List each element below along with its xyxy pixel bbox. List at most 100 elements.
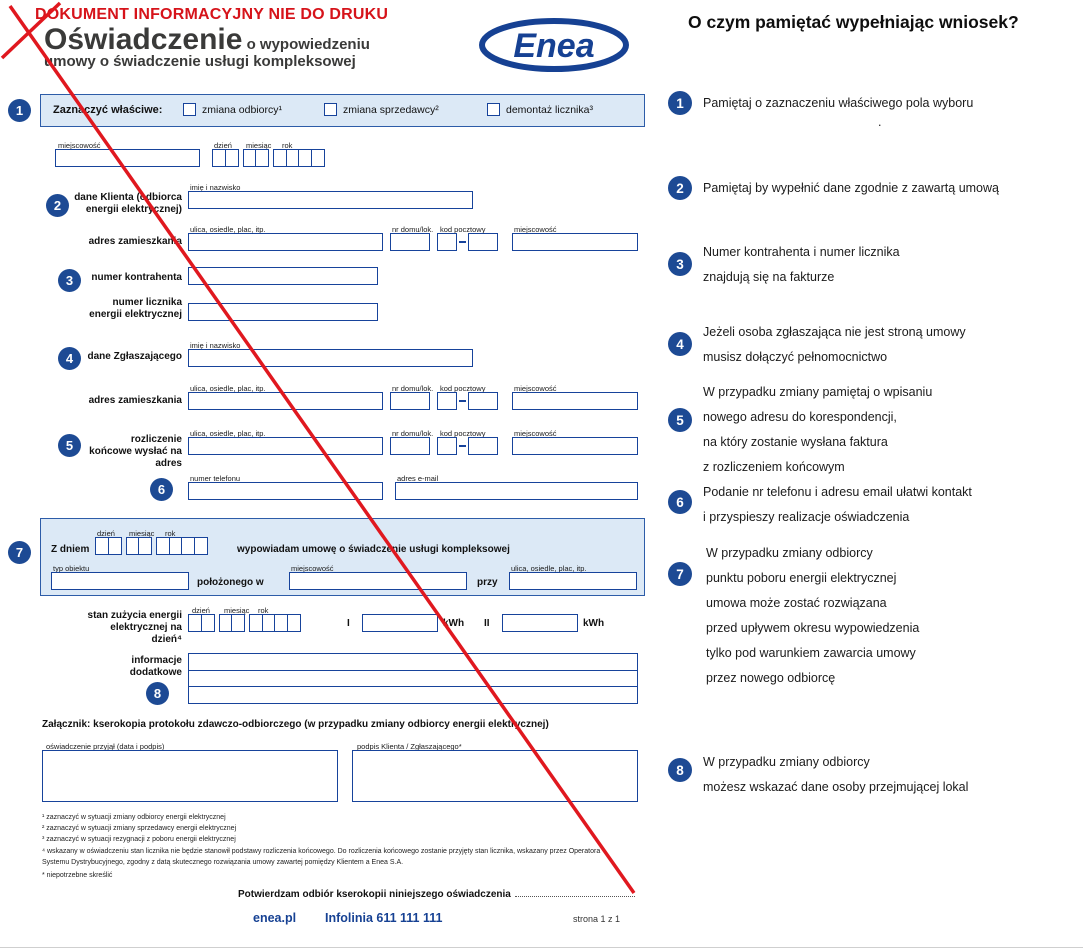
label-tariff-2: II (484, 618, 490, 629)
input-reporter-street[interactable] (188, 392, 383, 410)
confirmation-line: Potwierdzam odbiór kserokopii niniejszeg… (238, 884, 635, 902)
asterisk-note: * niepotrzebne skreślić (42, 872, 113, 879)
form-title-sub1: o wypowiedzeniu (242, 36, 370, 53)
date-cell[interactable] (138, 537, 152, 555)
checkbox-zmiana-odbiorcy[interactable] (183, 103, 196, 116)
section-choose: Zaznaczyć właściwe: zmiana odbiorcy¹ zmi… (40, 94, 645, 127)
footnote-1: ¹ zaznaczyć w sytuacji zmiany odbiorcy e… (42, 814, 226, 821)
footnote-4: ⁴ wskazany w oświadczeniu stan licznika … (42, 847, 601, 866)
date-cell[interactable] (224, 149, 239, 167)
warning-text: DOKUMENT INFORMACYJNY NIE DO DRUKU (35, 6, 389, 23)
tip-text-8: W przypadku zmiany odbiorcy możesz wskaz… (703, 755, 969, 794)
label-reporter-address: adres zamieszkania (88, 395, 182, 406)
input-meter-number[interactable] (188, 303, 378, 321)
checkbox-demontaz-licznika[interactable] (487, 103, 500, 116)
label-termination-statement: wypowiadam umowę o świadczenie usługi ko… (237, 544, 510, 555)
label-client-data: dane Klienta (odbiorca energii elektrycz… (74, 192, 182, 215)
input-client-street[interactable] (188, 233, 383, 251)
postal-box[interactable] (437, 392, 457, 410)
input-contractor-number[interactable] (188, 267, 378, 285)
label-kwh-1: kWh (443, 618, 465, 629)
step-badge-5: 5 (58, 434, 81, 457)
tip-text-2: Pamiętaj by wypełnić dane zgodnie z zawa… (703, 181, 999, 195)
input-additional-2[interactable] (188, 669, 638, 688)
tip-text-7: W przypadku zmiany odbiorcy punktu pobor… (706, 546, 920, 685)
tips-title: O czym pamiętać wypełniając wniosek? (688, 12, 1019, 32)
date-input-meter-state[interactable] (188, 614, 301, 632)
input-email[interactable] (395, 482, 638, 500)
label-with-date: Z dniem (51, 544, 90, 555)
label-meter-state: stan zużycia energii elektrycznej na dzi… (87, 610, 182, 645)
date-input-termination[interactable] (95, 537, 208, 555)
label-meter-number: numer licznika energii elektrycznej (89, 297, 182, 320)
input-place-top[interactable] (55, 149, 200, 167)
date-group-month[interactable] (218, 614, 245, 632)
date-group-year[interactable] (273, 149, 325, 167)
input-phone[interactable] (188, 482, 383, 500)
input-settlement-city[interactable] (512, 437, 638, 455)
date-group-day[interactable] (188, 614, 215, 632)
tip-text-3: Numer kontrahenta i numer licznika znajd… (703, 245, 900, 284)
option-label-zmiana-sprzedawcy: zmiana sprzedawcy² (343, 103, 439, 116)
input-meter-state-2[interactable] (502, 614, 578, 632)
input-additional-3[interactable] (188, 686, 638, 704)
option-demontaz-licznika: demontaż licznika³ (487, 103, 593, 116)
tip-badge-8: 8 (668, 758, 692, 782)
postal-box[interactable] (468, 392, 498, 410)
input-reporter-name[interactable] (188, 349, 473, 367)
input-client-city[interactable] (512, 233, 638, 251)
tip-badge-3: 3 (668, 252, 692, 276)
date-cell[interactable] (231, 614, 245, 632)
date-cell[interactable] (255, 149, 269, 167)
date-cell[interactable] (286, 614, 301, 632)
option-label-demontaz-licznika: demontaż licznika³ (506, 103, 593, 116)
date-group-day[interactable] (95, 537, 122, 555)
postal-box[interactable] (468, 437, 498, 455)
date-group-year[interactable] (156, 537, 208, 555)
step-badge-7: 7 (8, 541, 31, 564)
input-settlement-postal[interactable] (437, 437, 498, 455)
postal-dash (459, 445, 466, 447)
input-object-street[interactable] (509, 572, 637, 590)
tip-badge-4: 4 (668, 332, 692, 356)
footnotes: ¹ zaznaczyć w sytuacji zmiany odbiorcy e… (42, 812, 607, 868)
input-client-postal[interactable] (437, 233, 498, 251)
input-client-house[interactable] (390, 233, 430, 251)
date-group-month[interactable] (125, 537, 152, 555)
signature-box-client[interactable] (352, 750, 638, 802)
input-meter-state-1[interactable] (362, 614, 438, 632)
label-kwh-2: kWh (583, 618, 605, 629)
postal-box[interactable] (437, 437, 457, 455)
input-reporter-house[interactable] (390, 392, 430, 410)
postal-box[interactable] (468, 233, 498, 251)
date-cell[interactable] (200, 614, 215, 632)
date-group-year[interactable] (249, 614, 301, 632)
signature-box-received[interactable] (42, 750, 338, 802)
date-group-month[interactable] (242, 149, 269, 167)
label-located-in: położonego w (197, 577, 264, 588)
footer-infoline: Infolinia 611 111 111 (325, 911, 443, 925)
footer-website[interactable]: enea.pl (253, 911, 297, 925)
input-reporter-postal[interactable] (437, 392, 498, 410)
input-reporter-city[interactable] (512, 392, 638, 410)
postal-box[interactable] (437, 233, 457, 251)
attachment-note: Załącznik: kserokopia protokołu zdawczo-… (42, 719, 549, 730)
checkbox-zmiana-sprzedawcy[interactable] (324, 103, 337, 116)
input-client-name[interactable] (188, 191, 473, 209)
tip-text-1: Pamiętaj o zaznaczeniu właściwego pola w… (703, 96, 974, 110)
date-cell[interactable] (107, 537, 122, 555)
date-group-day[interactable] (212, 149, 239, 167)
confirmation-fill-line (514, 887, 635, 897)
input-object-type[interactable] (51, 572, 189, 590)
input-settlement-house[interactable] (390, 437, 430, 455)
form-title-sub2: umowy o świadczenie usługi kompleksowej (44, 53, 356, 70)
section-termination: Z dniem dzień miesiąc rok wypowiadam umo… (40, 518, 645, 596)
date-cell[interactable] (193, 537, 208, 555)
input-settlement-street[interactable] (188, 437, 383, 455)
date-cell[interactable] (310, 149, 325, 167)
step-badge-6: 6 (150, 478, 173, 501)
date-input-top[interactable] (212, 149, 325, 167)
input-object-city[interactable] (289, 572, 467, 590)
input-additional-1[interactable] (188, 653, 638, 671)
